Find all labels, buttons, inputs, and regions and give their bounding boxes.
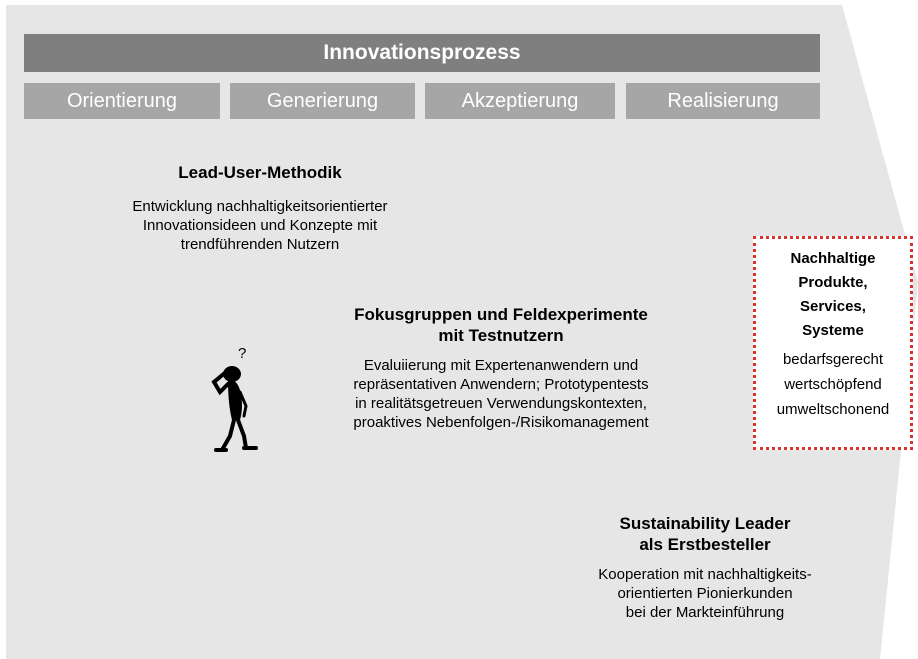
result-box: Nachhaltige Produkte, Services, Systeme …	[753, 236, 913, 450]
result-attribute: wertschöpfend	[784, 376, 882, 393]
sustainability-leader-title-line: Sustainability Leader	[619, 514, 791, 533]
result-attribute: umweltschonend	[776, 401, 890, 418]
phase-realisierung: Realisierung	[626, 83, 820, 119]
result-title-line: Produkte,	[798, 274, 868, 291]
sustainability-leader-line: Kooperation mit nachhaltigkeits-	[598, 566, 812, 583]
process-title: Innovationsprozess	[323, 41, 521, 64]
phase-orientierung: Orientierung	[24, 83, 220, 119]
question-mark: ?	[238, 345, 246, 362]
process-title-bar: Innovationsprozess	[24, 34, 820, 72]
phase-label: Akzeptierung	[461, 89, 579, 112]
result-title-line: Services,	[800, 298, 866, 315]
lead-user-title: Lead-User-Methodik	[178, 163, 342, 182]
focus-groups-line: in realitätsgetreuen Verwendungskontexte…	[355, 395, 647, 412]
sustainability-leader-title-line: als Erstbesteller	[639, 535, 771, 554]
focus-groups-line: repräsentativen Anwendern; Prototypentes…	[353, 376, 649, 393]
phase-label: Generierung	[266, 89, 379, 112]
result-attribute: bedarfsgerecht	[782, 351, 884, 368]
result-title-line: Nachhaltige	[790, 250, 876, 267]
lead-user-line: Innovationsideen und Konzepte mit	[142, 217, 378, 234]
sustainability-leader-block: Sustainability Leader als Erstbesteller …	[560, 513, 850, 622]
focus-groups-line: proaktives Nebenfolgen-/Risikomanagement	[353, 414, 649, 431]
phase-label: Orientierung	[66, 89, 178, 112]
focus-groups-line: Evaluiierung mit Expertenanwendern und	[363, 357, 639, 374]
lead-user-block: Lead-User-Methodik Entwicklung nachhalti…	[90, 162, 430, 254]
focus-groups-title-line: mit Testnutzern	[438, 326, 564, 345]
phase-generierung: Generierung	[230, 83, 415, 119]
focus-groups-block: Fokusgruppen und Feldexperimente mit Tes…	[298, 304, 704, 432]
sustainability-leader-line: bei der Markteinführung	[625, 604, 785, 621]
result-title-line: Systeme	[802, 322, 864, 339]
lead-user-line: trendführenden Nutzern	[180, 236, 340, 253]
sustainability-leader-line: orientierten Pionierkunden	[617, 585, 793, 602]
phase-label: Realisierung	[667, 89, 779, 112]
lead-user-line: Entwicklung nachhaltigkeitsorientierter	[132, 198, 388, 215]
focus-groups-title-line: Fokusgruppen und Feldexperimente	[354, 305, 648, 324]
thinking-person-figure: ?	[211, 345, 258, 452]
phase-akzeptierung: Akzeptierung	[425, 83, 615, 119]
